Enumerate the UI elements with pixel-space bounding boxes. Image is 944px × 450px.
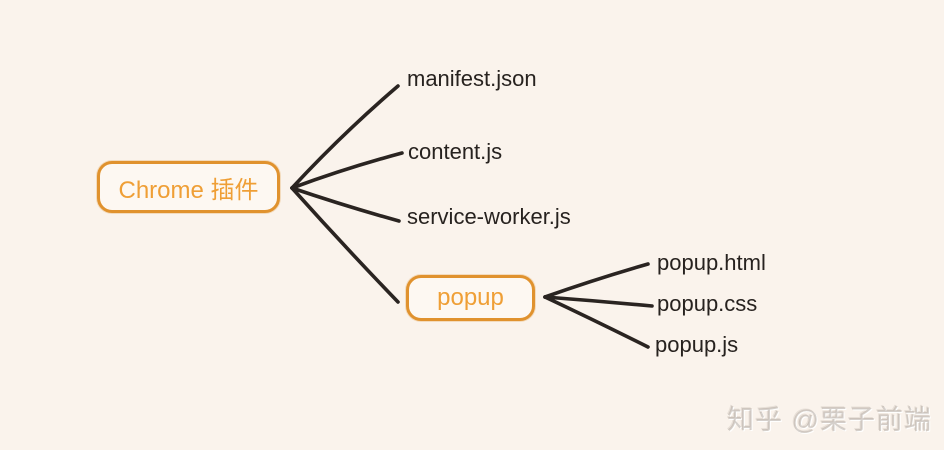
edge-popup-css [543,295,654,308]
node-chrome-extension-label: Chrome 插件 [118,176,259,204]
edge-root-popup [290,186,400,304]
edge-root-service-worker [290,186,401,223]
node-manifest-json[interactable]: manifest.json [407,66,537,91]
node-popup-html[interactable]: popup.html [657,250,766,275]
node-service-worker-js[interactable]: service-worker.js [407,204,571,229]
edge-popup-js [543,295,650,349]
node-popup-js[interactable]: popup.js [655,332,739,357]
node-chrome-extension[interactable]: Chrome 插件 [97,161,280,213]
edge-root-content [290,151,404,190]
zhihu-watermark: 知乎 @栗子前端 [727,405,932,435]
node-content-js[interactable]: content.js [408,139,503,164]
edge-popup-html [543,262,650,299]
node-popup[interactable]: popup [406,275,535,321]
node-popup-label: popup [437,284,504,311]
node-popup-css[interactable]: popup.css [657,291,758,316]
edge-root-manifest [290,84,400,190]
